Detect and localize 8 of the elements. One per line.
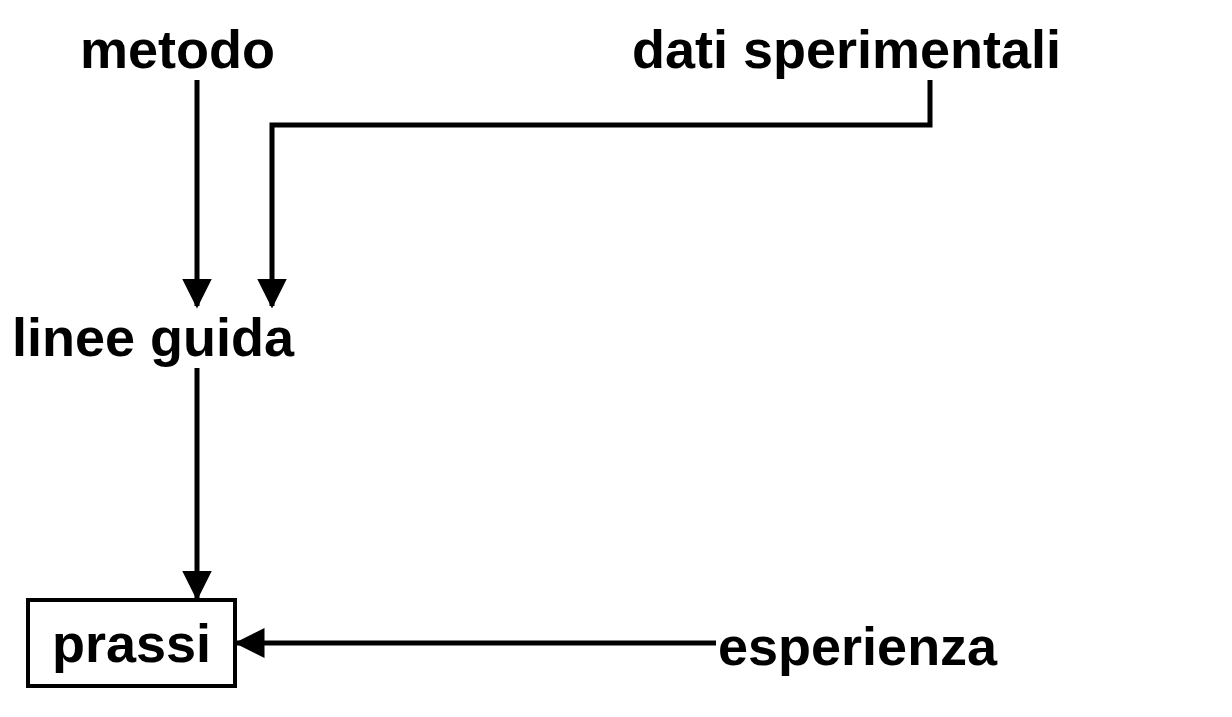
arrow [257,80,933,309]
arrow [182,368,212,601]
node-label: metodo [78,18,277,80]
node-label: dati sperimentali [630,18,1064,80]
node-label: esperienza [716,615,1000,677]
process-box: prassi [26,598,238,688]
node-label: linee guida [10,306,297,368]
arrow [182,80,212,309]
